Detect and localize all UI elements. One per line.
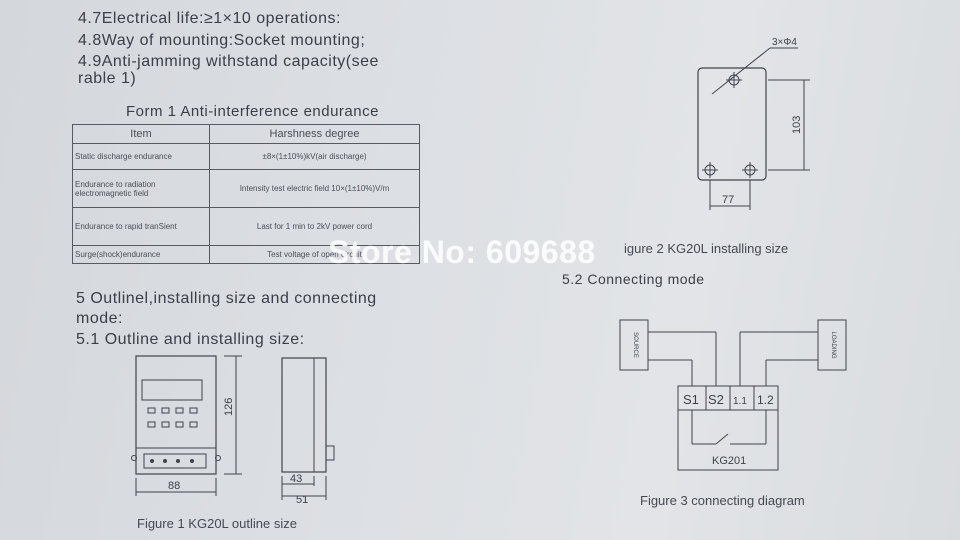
section-5-cont: mode: bbox=[76, 310, 123, 327]
source-label: SOURCE bbox=[632, 332, 638, 358]
dim-depth-inner: 43 bbox=[290, 473, 302, 485]
dim-holes: 3×Φ4 bbox=[772, 37, 797, 48]
table-cell-item: Endurance to radiation electromagnetic f… bbox=[72, 169, 210, 208]
terminal-l2: 1.2 bbox=[757, 393, 774, 407]
table-row: Surge(shock)endurance Test voltage of op… bbox=[72, 245, 420, 264]
section-5: 5 Outlinel,installing size and connectin… bbox=[76, 290, 377, 307]
table-header-item: Item bbox=[72, 124, 210, 144]
table-cell-degree: ±8×(1±10%)kV(air discharge) bbox=[209, 143, 420, 170]
figure-1-caption: Figure 1 KG20L outline size bbox=[137, 516, 297, 531]
dim-depth-outer: 51 bbox=[296, 494, 308, 505]
table-cell-item: Surge(shock)endurance bbox=[72, 245, 210, 264]
section-5-1: 5.1 Outline and installing size: bbox=[76, 331, 305, 348]
figure-2-installing-size: 3×Φ4 103 77 bbox=[697, 37, 810, 210]
table-header-degree: Harshness degree bbox=[209, 124, 420, 144]
table-cell-degree: Intensity test electric field 10×(1±10%)… bbox=[209, 169, 420, 208]
dim-hole-spacing-vertical: 103 bbox=[791, 116, 803, 134]
section-4-7: 4.7Electrical life:≥1×10 operations: bbox=[78, 10, 341, 27]
table-row: Endurance to radiation electromagnetic f… bbox=[72, 169, 420, 208]
figure-1-front-outline: 126 88 bbox=[131, 355, 242, 496]
form-title: Form 1 Anti-interference endurance bbox=[126, 103, 379, 120]
table-cell-degree: Test voltage of open circuit bbox=[209, 245, 420, 264]
device-label: KG201 bbox=[712, 455, 746, 467]
anti-interference-table: Item Harshness degree Static discharge e… bbox=[72, 124, 420, 264]
terminal-l1: 1.1 bbox=[733, 396, 747, 407]
figure-3-connecting-diagram: SOURCE LOADING S1 S2 1.1 1.2 KG201 bbox=[619, 319, 847, 471]
terminal-s1: S1 bbox=[683, 392, 699, 407]
figure-1-side-outline: 43 51 bbox=[281, 357, 335, 505]
section-4-9-cont: rable 1) bbox=[78, 70, 137, 87]
table-cell-item: Endurance to rapid tranSient bbox=[72, 207, 210, 246]
store-watermark: Store No: 609688 bbox=[328, 234, 596, 270]
section-4-8: 4.8Way of mounting:Socket mounting; bbox=[78, 32, 366, 49]
section-4-9: 4.9Anti-jamming withstand capacity(see bbox=[78, 53, 379, 70]
table-row: Endurance to rapid tranSient Last for 1 … bbox=[72, 207, 420, 246]
dim-height: 126 bbox=[223, 398, 235, 416]
figure-3-caption: Figure 3 connecting diagram bbox=[640, 493, 805, 508]
table-header-row: Item Harshness degree bbox=[72, 124, 420, 144]
terminal-s2: S2 bbox=[708, 392, 724, 407]
section-5-2: 5.2 Connecting mode bbox=[562, 271, 705, 287]
table-cell-item: Static discharge endurance bbox=[72, 143, 210, 170]
figure-2-caption: igure 2 KG20L installing size bbox=[624, 241, 789, 256]
table-cell-degree: Last for 1 min to 2kV power cord bbox=[209, 207, 420, 246]
dim-width: 88 bbox=[168, 480, 180, 492]
loading-label: LOADING bbox=[830, 331, 836, 358]
table-row: Static discharge endurance ±8×(1±10%)kV(… bbox=[72, 143, 420, 170]
dim-hole-spacing-horizontal: 77 bbox=[722, 194, 734, 206]
